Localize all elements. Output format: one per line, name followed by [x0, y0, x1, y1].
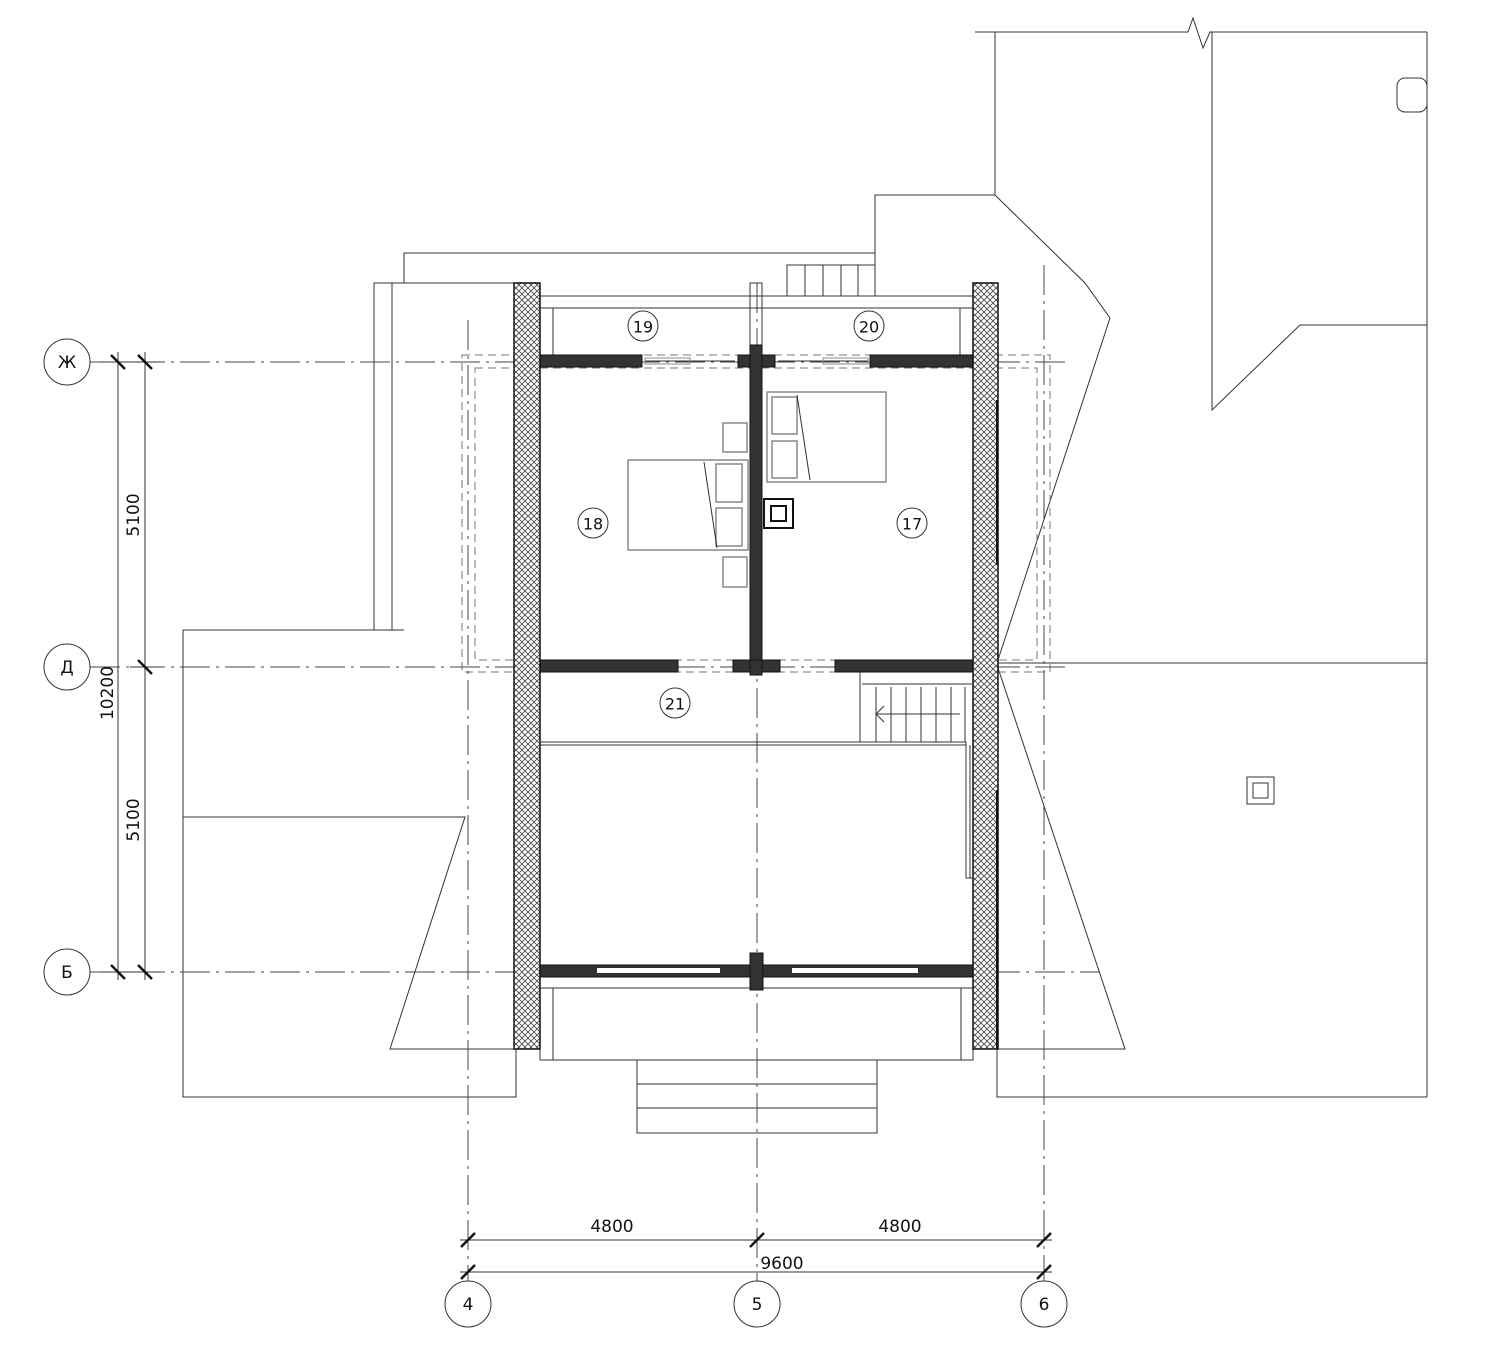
horizontal-dimensions: 4800 4800 9600	[460, 1217, 1052, 1280]
dimension-label: 10200	[98, 666, 118, 720]
axis-bubble-6: 6	[1020, 1280, 1068, 1328]
chimney-icon	[763, 498, 794, 529]
axis-label: 4	[463, 1295, 474, 1315]
interior-walls	[536, 344, 977, 991]
axis-bubble-d: Д	[43, 643, 91, 691]
axis-bubble-zh: Ж	[43, 338, 91, 386]
dimension-label: 5100	[124, 798, 144, 841]
wall-axis-6	[972, 282, 999, 1050]
room-number: 19	[633, 318, 653, 337]
vent-icon	[1396, 77, 1428, 113]
room-number: 20	[859, 318, 879, 337]
axis-label: 5	[752, 1295, 763, 1315]
axis-label: Б	[61, 963, 73, 983]
room-number: 18	[583, 515, 603, 534]
axis-label: Д	[60, 658, 73, 678]
room-20: 20	[853, 310, 885, 342]
axis-lines	[90, 265, 1100, 1282]
nightstand	[722, 422, 748, 453]
dimension-label: 4800	[878, 1217, 921, 1237]
chimney-icon	[1246, 776, 1275, 805]
room-17: 17	[896, 507, 928, 539]
axis-label: 6	[1039, 1295, 1050, 1315]
room-21: 21	[659, 687, 691, 719]
dimension-label: 5100	[124, 493, 144, 536]
axis-bubble-b: Б	[43, 948, 91, 996]
room-19: 19	[627, 310, 659, 342]
top-steps	[786, 264, 876, 297]
balcony-rooms-19-20	[540, 282, 973, 355]
vertical-dimensions: 5100 5100 10200	[98, 352, 160, 980]
room-18: 18	[577, 507, 609, 539]
dimension-label: 9600	[760, 1254, 803, 1274]
bed-room-18	[627, 422, 749, 588]
window-axis-b-right	[792, 968, 918, 973]
room-number: 21	[665, 695, 685, 714]
axis-bubble-5: 5	[733, 1280, 781, 1328]
window-axis-b-left	[597, 968, 720, 973]
axis-bubble-4: 4	[444, 1280, 492, 1328]
axis-label: Ж	[58, 353, 76, 373]
window-axis-zh	[644, 357, 869, 365]
bed-room-17	[766, 391, 887, 483]
dimension-label: 4800	[590, 1217, 633, 1237]
staircase	[540, 672, 973, 879]
wall-axis-4	[513, 282, 541, 1050]
room-number: 17	[902, 515, 922, 534]
nightstand	[722, 556, 748, 588]
